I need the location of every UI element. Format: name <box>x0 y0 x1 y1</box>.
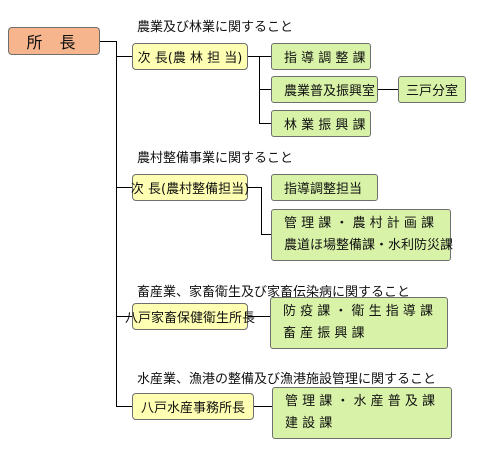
connector-s3-out <box>248 316 270 317</box>
connector-s2-out <box>248 187 261 188</box>
section-3-deputy: 八戸家畜保健衛生所長 <box>125 303 255 330</box>
section-3-unit-line-2: 畜 産 振 興 課 <box>283 326 365 341</box>
connector-s1-u3 <box>259 123 271 124</box>
section-4-unit: 管 理 課 ・ 水 産 普 及 課 建 設 課 <box>272 387 452 439</box>
connector-s4-out <box>254 406 272 407</box>
connector-trunk <box>116 41 117 407</box>
connector-s1-out <box>248 56 259 57</box>
section-4-unit-line-2: 建 設 課 <box>285 416 333 431</box>
connector-trunk-s3 <box>116 316 132 317</box>
section-3-heading: 畜産業、家畜衛生及び家畜伝染病に関すること <box>137 285 411 300</box>
section-1-heading: 農業及び林業に関すること <box>137 20 294 35</box>
connector-head-trunk <box>100 41 116 42</box>
section-3-unit-line-1: 防 疫 課 ・ 衛 生 指 導 課 <box>283 304 434 319</box>
section-1-deputy: 次 長(農 林 担 当) <box>132 43 248 70</box>
section-1-unit-1: 指 導 調 整 課 <box>271 43 371 70</box>
section-2-unit-2-line-2: 農道ほ場整備課・水利防災課 <box>284 238 454 253</box>
connector-s1-u2 <box>259 89 271 90</box>
connector-s2-vert <box>261 187 262 234</box>
section-4-deputy: 八戸水産事務所長 <box>132 393 254 420</box>
section-1-unit-3: 林 業 振 興 課 <box>271 110 371 137</box>
section-2-unit-1: 指導調整担当 <box>271 174 378 201</box>
section-4-heading: 水産業、漁港の整備及び漁港施設管理に関すること <box>137 372 437 387</box>
connector-trunk-s1 <box>116 56 132 57</box>
connector-s1-u1 <box>259 56 271 57</box>
director-box: 所 長 <box>8 27 100 55</box>
section-2-unit-2: 管 理 課 ・ 農 村 計 画 課 農道ほ場整備課・水利防災課 <box>271 209 454 261</box>
section-4-unit-line-1: 管 理 課 ・ 水 産 普 及 課 <box>285 394 436 409</box>
connector-trunk-s2 <box>116 187 132 188</box>
section-2-unit-2-line-1: 管 理 課 ・ 農 村 計 画 課 <box>284 216 435 231</box>
connector-s1-branch <box>378 89 398 90</box>
connector-trunk-s4 <box>116 406 132 407</box>
connector-s2-u2 <box>261 234 271 235</box>
section-2-deputy: 次 長(農村整備担当) <box>131 174 249 201</box>
section-1-branch: 三戸分室 <box>398 76 466 103</box>
section-2-heading: 農村整備事業に関すること <box>137 151 294 166</box>
section-1-unit-2: 農業普及振興室 <box>271 76 378 103</box>
section-3-unit: 防 疫 課 ・ 衛 生 指 導 課 畜 産 振 興 課 <box>270 297 448 349</box>
